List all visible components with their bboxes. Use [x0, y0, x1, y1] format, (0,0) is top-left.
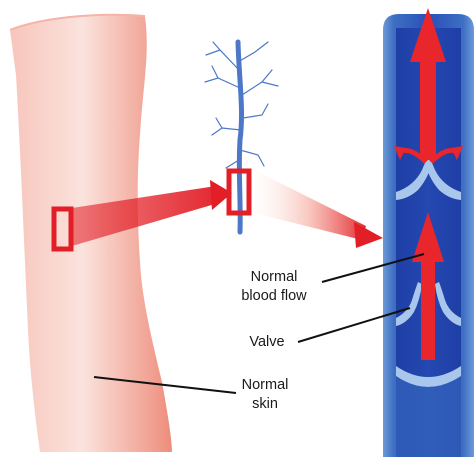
vein-cross-section: [383, 8, 474, 457]
label-normal-blood-flow-2: blood flow: [241, 288, 307, 304]
zoom-beam-large: [250, 168, 366, 240]
label-normal-blood-flow-1: Normal: [251, 269, 298, 285]
vein-bottom-fill: [396, 376, 461, 457]
label-valve: Valve: [249, 334, 284, 350]
zoom-arrowhead-large: [354, 222, 383, 248]
label-normal-skin-2: skin: [252, 396, 278, 412]
label-normal-skin-1: Normal: [242, 377, 289, 393]
